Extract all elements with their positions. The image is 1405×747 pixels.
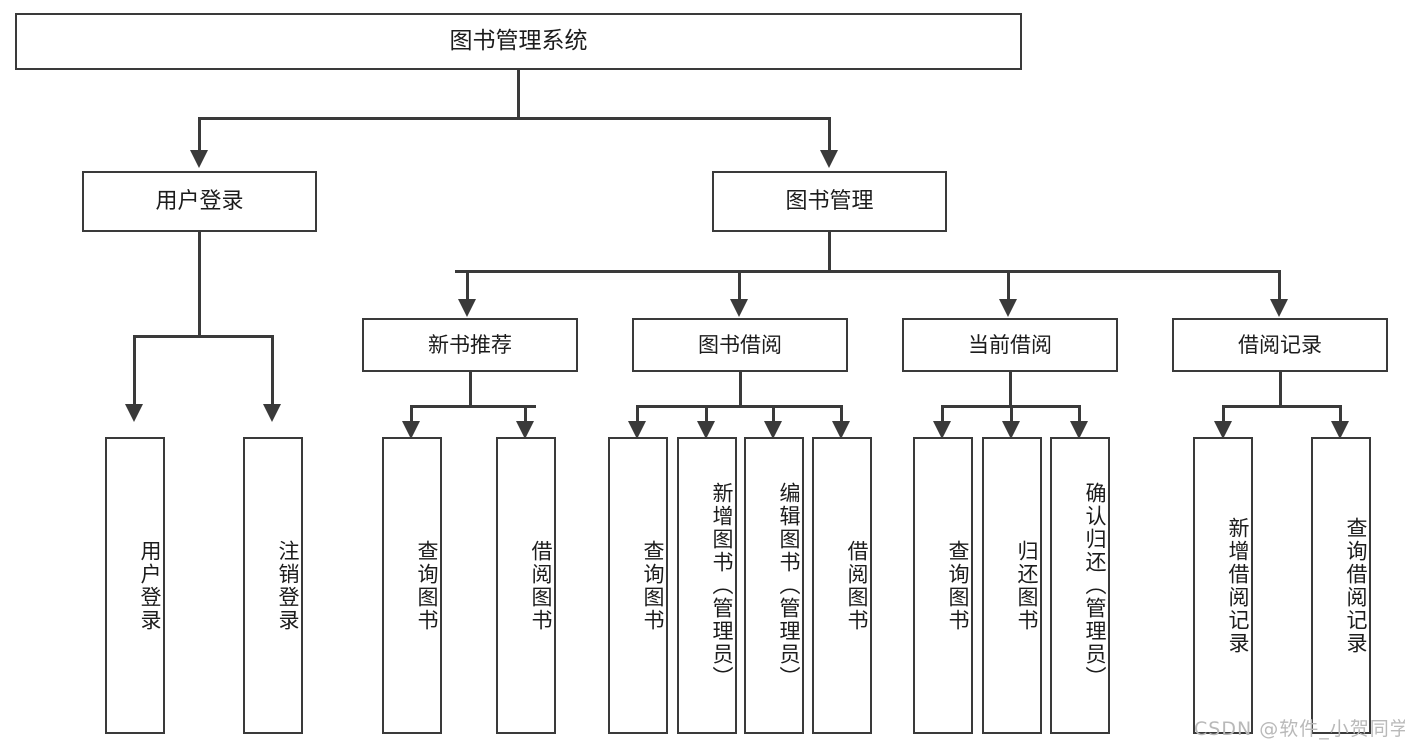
node-label: 查询借阅记录: [1344, 516, 1368, 655]
edge-borrow-record-to-leaf-1: [1222, 405, 1225, 425]
arrowhead-root-to-user-login: [190, 150, 208, 168]
node-label: 图书借阅: [698, 332, 782, 357]
node-book-borrow[interactable]: 图书借阅: [632, 318, 848, 372]
arrowhead-book-mgmt-to-record: [1270, 299, 1288, 317]
arrowhead-borrow-record-to-leaf-2: [1331, 421, 1349, 439]
node-label: 用户登录: [138, 539, 162, 632]
leaf-confirm-return-admin[interactable]: 确认归还（管理员）: [1050, 437, 1110, 734]
leaf-query-book-current[interactable]: 查询图书: [913, 437, 973, 734]
node-label: 借阅图书: [845, 539, 869, 632]
node-label: 编辑图书（管理员）: [777, 482, 801, 689]
node-label: 查询图书: [641, 539, 665, 632]
node-book-management[interactable]: 图书管理: [712, 171, 947, 232]
edge-book-mgmt-to-borrow: [738, 270, 741, 300]
arrowhead-user-login-to-leaf-2: [263, 404, 281, 422]
edge-user-login-stem: [198, 232, 201, 335]
leaf-add-book-admin[interactable]: 新增图书（管理员）: [677, 437, 737, 734]
arrowhead-book-borrow-to-leaf-2: [697, 421, 715, 439]
arrowhead-new-book-to-leaf-1: [402, 421, 420, 439]
edge-book-borrow-bar: [636, 405, 843, 408]
node-label: 用户登录: [155, 188, 244, 214]
arrowhead-borrow-record-to-leaf-1: [1214, 421, 1232, 439]
node-label: 注销登录: [276, 539, 300, 632]
leaf-edit-book-admin[interactable]: 编辑图书（管理员）: [744, 437, 804, 734]
arrowhead-current-borrow-to-leaf-3: [1070, 421, 1088, 439]
edge-book-borrow-to-leaf-4: [840, 405, 843, 425]
edge-root-stem: [517, 70, 520, 117]
arrowhead-book-borrow-to-leaf-3: [764, 421, 782, 439]
edge-root-to-book-mgmt: [828, 117, 831, 151]
arrowhead-book-borrow-to-leaf-4: [832, 421, 850, 439]
node-user-login[interactable]: 用户登录: [82, 171, 317, 232]
edge-root-to-user-login: [198, 117, 201, 151]
edge-current-borrow-to-leaf-1: [941, 405, 944, 425]
leaf-query-book-borrow[interactable]: 查询图书: [608, 437, 668, 734]
edge-new-book-bar: [410, 405, 536, 408]
arrowhead-current-borrow-to-leaf-2: [1002, 421, 1020, 439]
edge-new-book-stem: [469, 372, 472, 405]
edge-new-book-to-leaf-1: [410, 405, 413, 425]
edge-book-mgmt-stem: [828, 232, 831, 270]
node-label: 图书管理系统: [449, 28, 588, 55]
edge-book-borrow-stem: [739, 372, 742, 405]
edge-book-borrow-to-leaf-1: [636, 405, 639, 425]
arrowhead-current-borrow-to-leaf-1: [933, 421, 951, 439]
leaf-query-borrow-record[interactable]: 查询借阅记录: [1311, 437, 1371, 734]
node-label: 查询图书: [946, 539, 970, 632]
arrowhead-book-borrow-to-leaf-1: [628, 421, 646, 439]
edge-borrow-record-stem: [1279, 372, 1282, 405]
edge-book-mgmt-to-current: [1007, 270, 1010, 300]
arrowhead-root-to-book-mgmt: [820, 150, 838, 168]
edge-user-login-to-leaf-1: [133, 335, 136, 405]
edge-book-borrow-to-leaf-3: [772, 405, 775, 425]
leaf-add-borrow-record[interactable]: 新增借阅记录: [1193, 437, 1253, 734]
edge-book-mgmt-to-new-book: [466, 270, 469, 300]
arrowhead-user-login-to-leaf-1: [125, 404, 143, 422]
edge-user-login-bar: [133, 335, 273, 338]
edge-current-borrow-stem: [1009, 372, 1012, 405]
node-label: 图书管理: [785, 188, 874, 214]
node-new-book-recommend[interactable]: 新书推荐: [362, 318, 578, 372]
node-label: 借阅记录: [1238, 332, 1322, 357]
node-root-library-system[interactable]: 图书管理系统: [15, 13, 1022, 70]
leaf-logout[interactable]: 注销登录: [243, 437, 303, 734]
edge-current-borrow-to-leaf-3: [1078, 405, 1081, 425]
edge-borrow-record-bar: [1222, 405, 1342, 408]
arrowhead-book-mgmt-to-borrow: [730, 299, 748, 317]
edge-book-borrow-to-leaf-2: [705, 405, 708, 425]
node-borrow-record[interactable]: 借阅记录: [1172, 318, 1388, 372]
node-label: 新增图书（管理员）: [710, 482, 734, 689]
node-current-borrow[interactable]: 当前借阅: [902, 318, 1118, 372]
edge-root-bar: [198, 117, 830, 120]
edge-new-book-to-leaf-2: [524, 405, 527, 425]
node-label: 查询图书: [415, 539, 439, 632]
leaf-user-login[interactable]: 用户登录: [105, 437, 165, 734]
node-label: 借阅图书: [529, 539, 553, 632]
node-label: 新书推荐: [428, 332, 512, 357]
edge-user-login-to-leaf-2: [271, 335, 274, 405]
arrowhead-book-mgmt-to-current: [999, 299, 1017, 317]
leaf-return-book[interactable]: 归还图书: [982, 437, 1042, 734]
edge-book-mgmt-bar: [455, 270, 1281, 273]
edge-current-borrow-to-leaf-2: [1010, 405, 1013, 425]
node-label: 新增借阅记录: [1226, 516, 1250, 655]
node-label: 确认归还（管理员）: [1083, 482, 1107, 689]
leaf-query-book-recommend[interactable]: 查询图书: [382, 437, 442, 734]
leaf-borrow-book[interactable]: 借阅图书: [812, 437, 872, 734]
edge-borrow-record-to-leaf-2: [1339, 405, 1342, 425]
node-label: 归还图书: [1015, 539, 1039, 632]
node-label: 当前借阅: [968, 332, 1052, 357]
arrowhead-new-book-to-leaf-2: [516, 421, 534, 439]
leaf-borrow-book-recommend[interactable]: 借阅图书: [496, 437, 556, 734]
arrowhead-book-mgmt-to-new-book: [458, 299, 476, 317]
edge-book-mgmt-to-record: [1278, 270, 1281, 300]
